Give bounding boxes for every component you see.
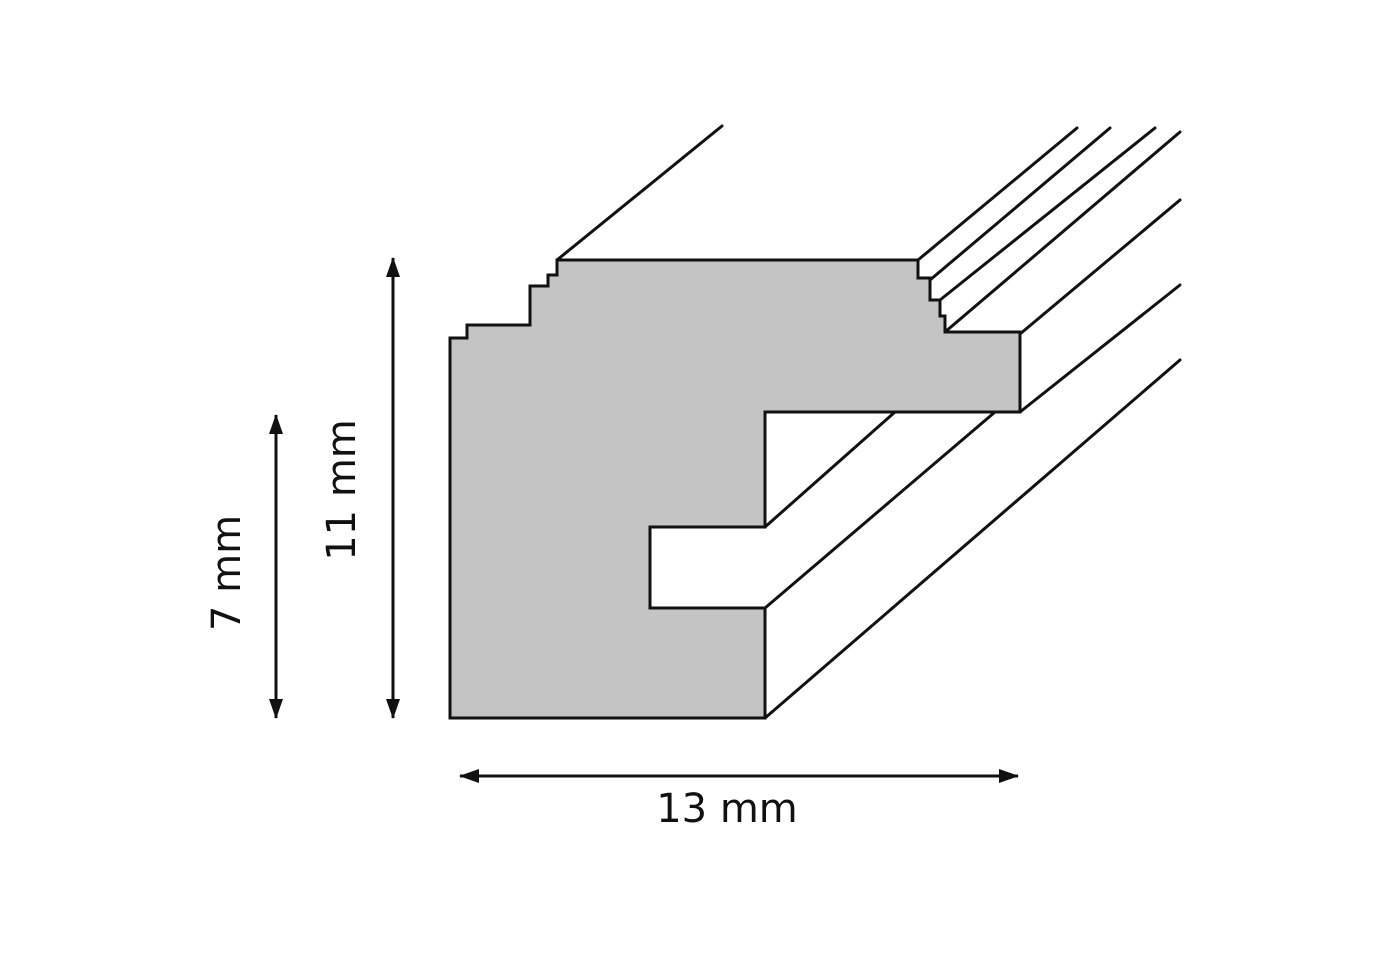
extrusion-line-6	[1018, 283, 1182, 414]
extrusion-lines	[555, 124, 1182, 720]
width-label: 13 mm	[656, 786, 798, 832]
extrusion-line-7	[763, 410, 997, 610]
extrusion-line-4	[943, 130, 1182, 334]
rebate-dimension: 7 mm	[204, 414, 283, 719]
rebate-label: 7 mm	[204, 515, 250, 631]
width-dimension: 13 mm	[459, 769, 1019, 832]
extrusion-line-inner	[763, 410, 897, 529]
height-label: 11 mm	[319, 419, 365, 561]
extrusion-line-2	[928, 126, 1112, 282]
extrusion-line-5	[1018, 198, 1182, 336]
profile-cross-section	[448, 258, 1022, 720]
height-dimension: 11 mm	[319, 257, 400, 719]
extrusion-line-bottom	[763, 358, 1182, 720]
extrusion-line-1	[916, 126, 1079, 262]
extrusion-line-3	[938, 126, 1157, 302]
extrusion-line-top-left	[555, 124, 724, 262]
